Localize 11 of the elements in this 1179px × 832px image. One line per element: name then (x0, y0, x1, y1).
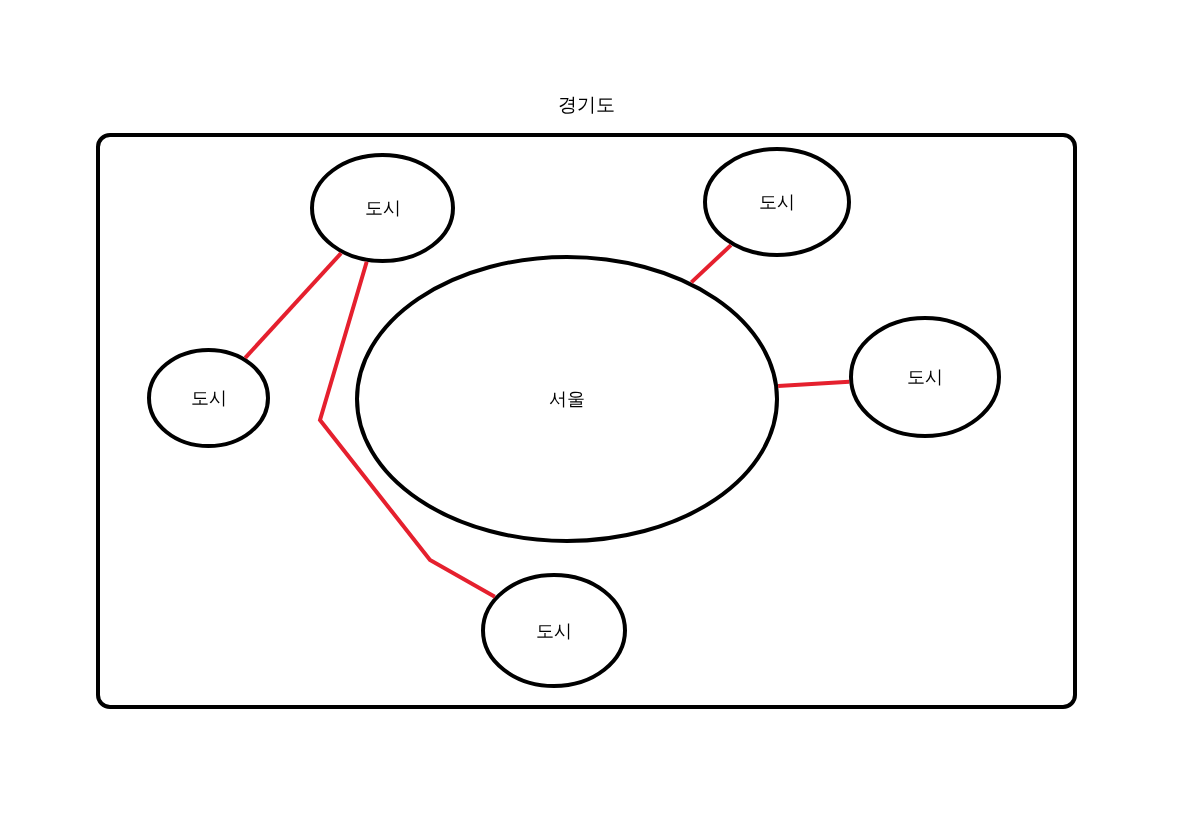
node-label: 도시 (759, 191, 795, 212)
center-label: 서울 (549, 388, 585, 409)
connector-line (317, 261, 496, 599)
region-title: 경기도 (558, 92, 615, 117)
connector-line (243, 251, 343, 360)
connector-line (777, 379, 850, 388)
node-label: 도시 (907, 366, 943, 387)
node-label: 도시 (364, 197, 401, 218)
node-label: 도시 (536, 619, 572, 641)
node-label: 도시 (190, 387, 227, 408)
connector-line (689, 243, 733, 284)
